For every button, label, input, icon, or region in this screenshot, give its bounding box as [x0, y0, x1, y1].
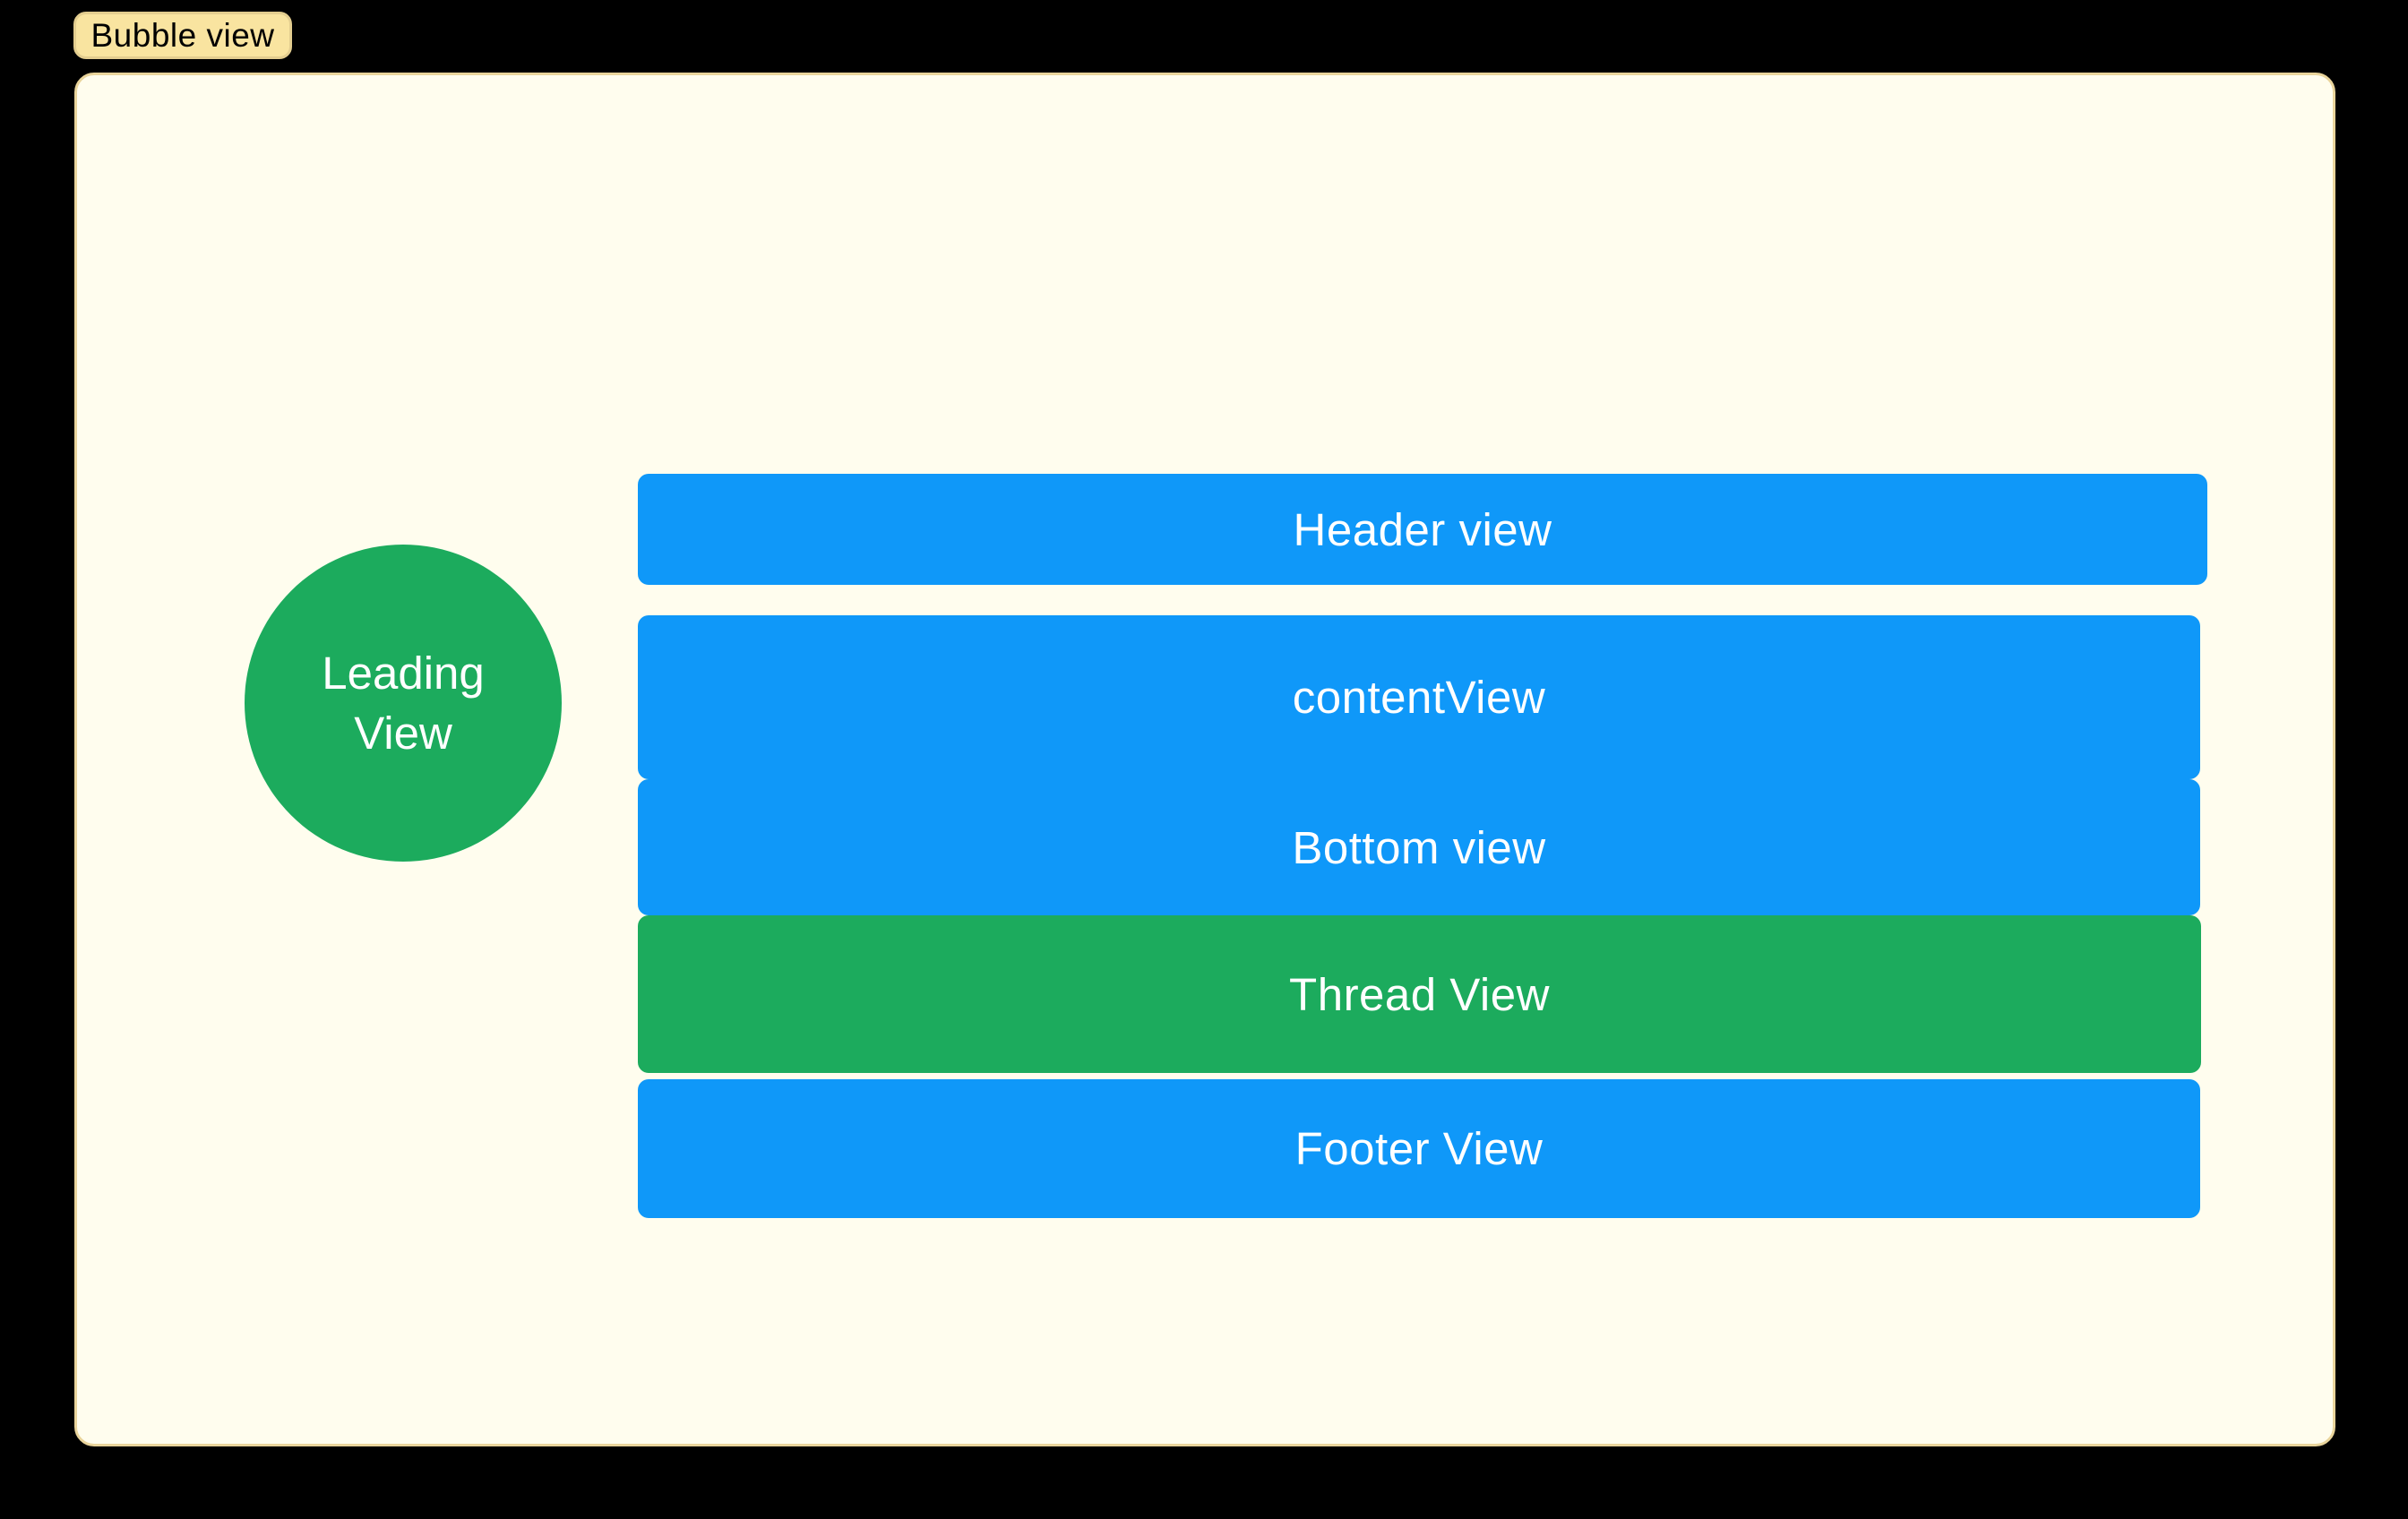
thread-view-label: Thread View — [1289, 968, 1550, 1020]
thread-view-bar: Thread View — [638, 915, 2201, 1073]
footer-view-label: Footer View — [1294, 1123, 1544, 1174]
bubble-view-badge: Bubble view — [73, 12, 292, 59]
leading-view-circle: Leading View — [245, 545, 562, 862]
leading-view-label-line1: Leading — [322, 648, 485, 699]
content-view-label: contentView — [1292, 672, 1546, 723]
footer-view-bar: Footer View — [638, 1079, 2200, 1218]
leading-view-label-line2: View — [354, 708, 452, 759]
bottom-view-label: Bottom view — [1292, 821, 1546, 873]
header-view-label: Header view — [1293, 503, 1552, 555]
content-view-bar: contentView — [638, 615, 2200, 779]
bottom-view-bar: Bottom view — [638, 779, 2200, 915]
header-view-bar: Header view — [638, 474, 2207, 585]
